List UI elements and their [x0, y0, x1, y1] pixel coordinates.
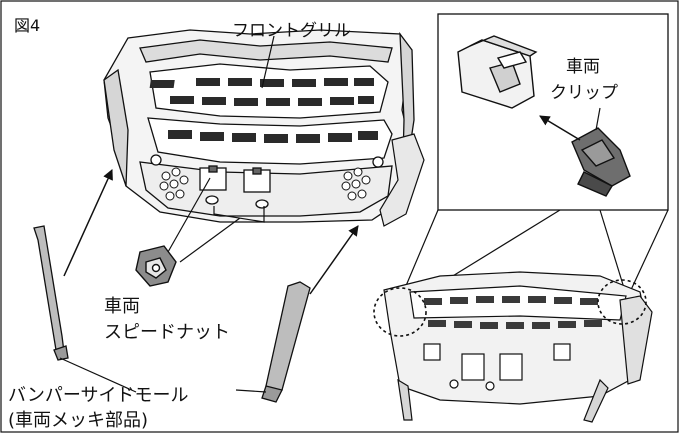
left-molding-arrow — [63, 169, 113, 277]
callout-circle-left — [373, 287, 427, 337]
clip-label-line1: 車両 — [566, 57, 600, 77]
left-side-molding — [33, 225, 69, 361]
clip-arrow — [539, 115, 581, 141]
speed-nut — [135, 245, 177, 287]
right-molding-arrow — [309, 225, 359, 295]
grille-rear-view — [383, 271, 653, 423]
front-grille-label: フロントグリル — [232, 21, 351, 41]
molding-leader-right — [235, 389, 267, 393]
nut-leader-right — [179, 217, 241, 263]
nut-leader-left — [167, 177, 211, 253]
callout-circle-right — [597, 279, 647, 325]
inset-connector-right-b — [599, 209, 625, 289]
clip-inset-box — [437, 13, 669, 211]
clip-label-line2: クリップ — [550, 83, 618, 103]
front-grille — [103, 29, 415, 223]
speed-nut-label-line2: スピードナット — [104, 322, 230, 343]
speed-nut-label-line1: 車両 — [104, 296, 140, 317]
inset-connector-right-a — [629, 209, 669, 293]
right-side-bracket — [379, 133, 425, 227]
molding-label-line1: バンパーサイドモール — [8, 385, 189, 406]
grille-leader-line — [261, 35, 275, 89]
clip-socket — [457, 35, 538, 109]
molding-label-line2: (車両メッキ部品) — [8, 410, 149, 431]
clip-leader-line — [595, 107, 601, 131]
figure-label: 図4 — [14, 16, 41, 35]
molding-leader-left — [59, 357, 137, 393]
right-side-molding — [261, 281, 311, 403]
vehicle-clip — [571, 127, 631, 197]
